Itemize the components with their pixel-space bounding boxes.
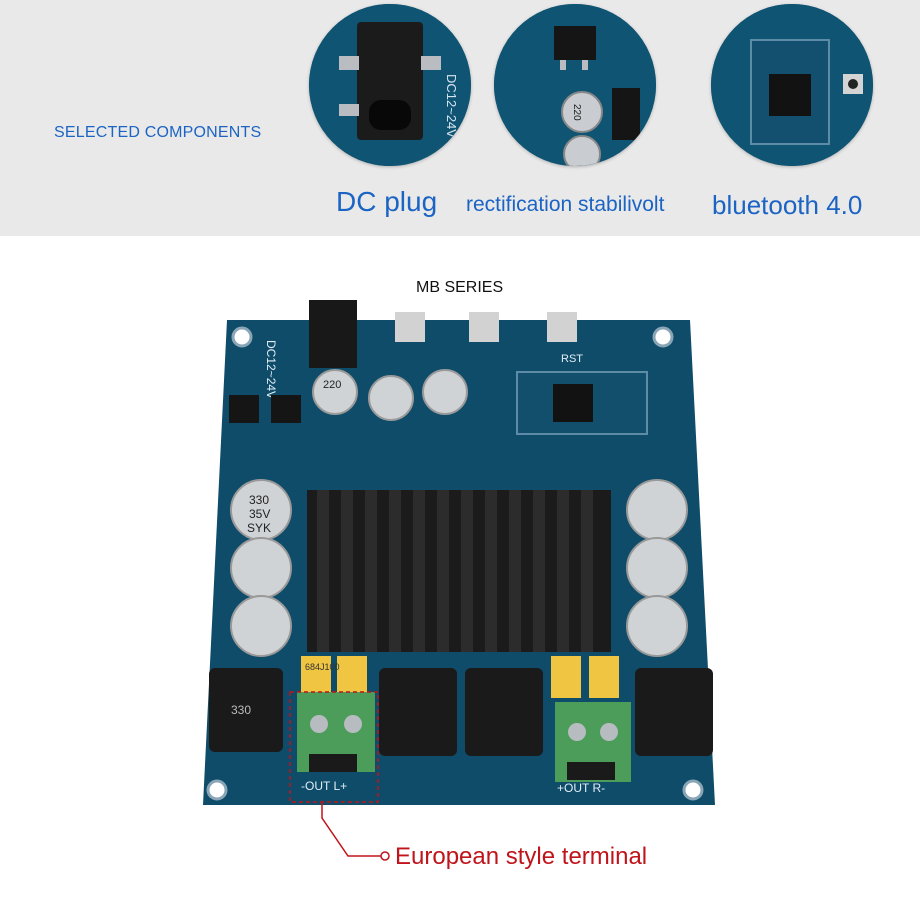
rectification-caption: rectification stabilivolt	[466, 193, 665, 216]
svg-text:220: 220	[571, 104, 582, 121]
out-left-silkscreen: -OUT L+	[301, 779, 347, 793]
rectification-zoom-photo: 220	[494, 4, 656, 166]
svg-text:DC12~24V: DC12~24V	[444, 74, 459, 138]
dc-plug-zoom-photo: DC12~24V	[309, 4, 471, 166]
amplifier-board-photo: DC12~24V RST 220	[195, 300, 725, 820]
large-cap-brand: SYK	[247, 521, 271, 535]
large-cap-value: 330	[249, 493, 269, 507]
inductor-value: 330	[231, 703, 251, 717]
out-right-silkscreen: +OUT R-	[557, 781, 605, 795]
small-cap-value: 220	[323, 379, 341, 391]
large-cap-voltage: 35V	[249, 507, 270, 521]
power-silkscreen: DC12~24V	[264, 340, 278, 399]
dc-plug-caption: DC plug	[336, 186, 438, 217]
bluetooth-zoom-photo	[711, 4, 873, 166]
reset-silkscreen: RST	[561, 353, 583, 365]
mb-series-label: MB SERIES	[416, 279, 504, 296]
film-cap-label: 684J100	[305, 662, 340, 672]
selected-components-title: SELECTED COMPONENTS	[54, 124, 262, 141]
terminal-caption: European style terminal	[395, 843, 648, 870]
bluetooth-caption: bluetooth 4.0	[712, 190, 863, 220]
